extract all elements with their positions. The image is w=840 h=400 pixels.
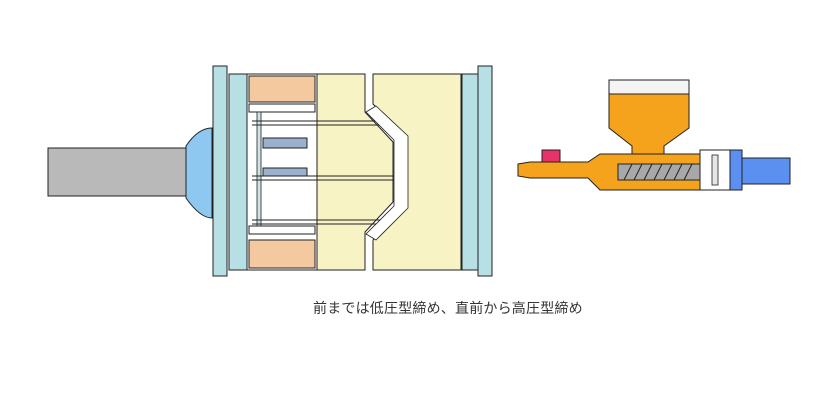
ejector-pin-1 [262, 137, 308, 149]
ram-head [185, 127, 213, 219]
ejector-block-bottom [248, 239, 316, 269]
fixed-platen-inner [461, 73, 479, 271]
ejector-pin-2 [262, 167, 308, 177]
moving-platen-inner [228, 73, 248, 271]
cylinder-rod [741, 157, 791, 185]
clamping-unit [47, 65, 493, 277]
fixed-platen-outer [477, 65, 493, 277]
ejector-plate-lower [248, 225, 316, 235]
injection-unit [517, 79, 791, 191]
moving-platen-outer [212, 65, 228, 277]
moving-mold-half [316, 73, 394, 271]
ram-rod [47, 147, 191, 197]
caption-text: 前までは低圧型締め、直前から高圧型締め [313, 301, 583, 317]
mold-cavity [365, 105, 409, 241]
hopper-top [608, 79, 690, 95]
guide-post-left [256, 111, 262, 227]
cylinder-end-cap [729, 149, 743, 191]
cylinder-seal [711, 154, 719, 186]
screw-flights [623, 163, 693, 181]
ejector-block-top [248, 75, 316, 103]
ejector-plate [248, 103, 316, 113]
